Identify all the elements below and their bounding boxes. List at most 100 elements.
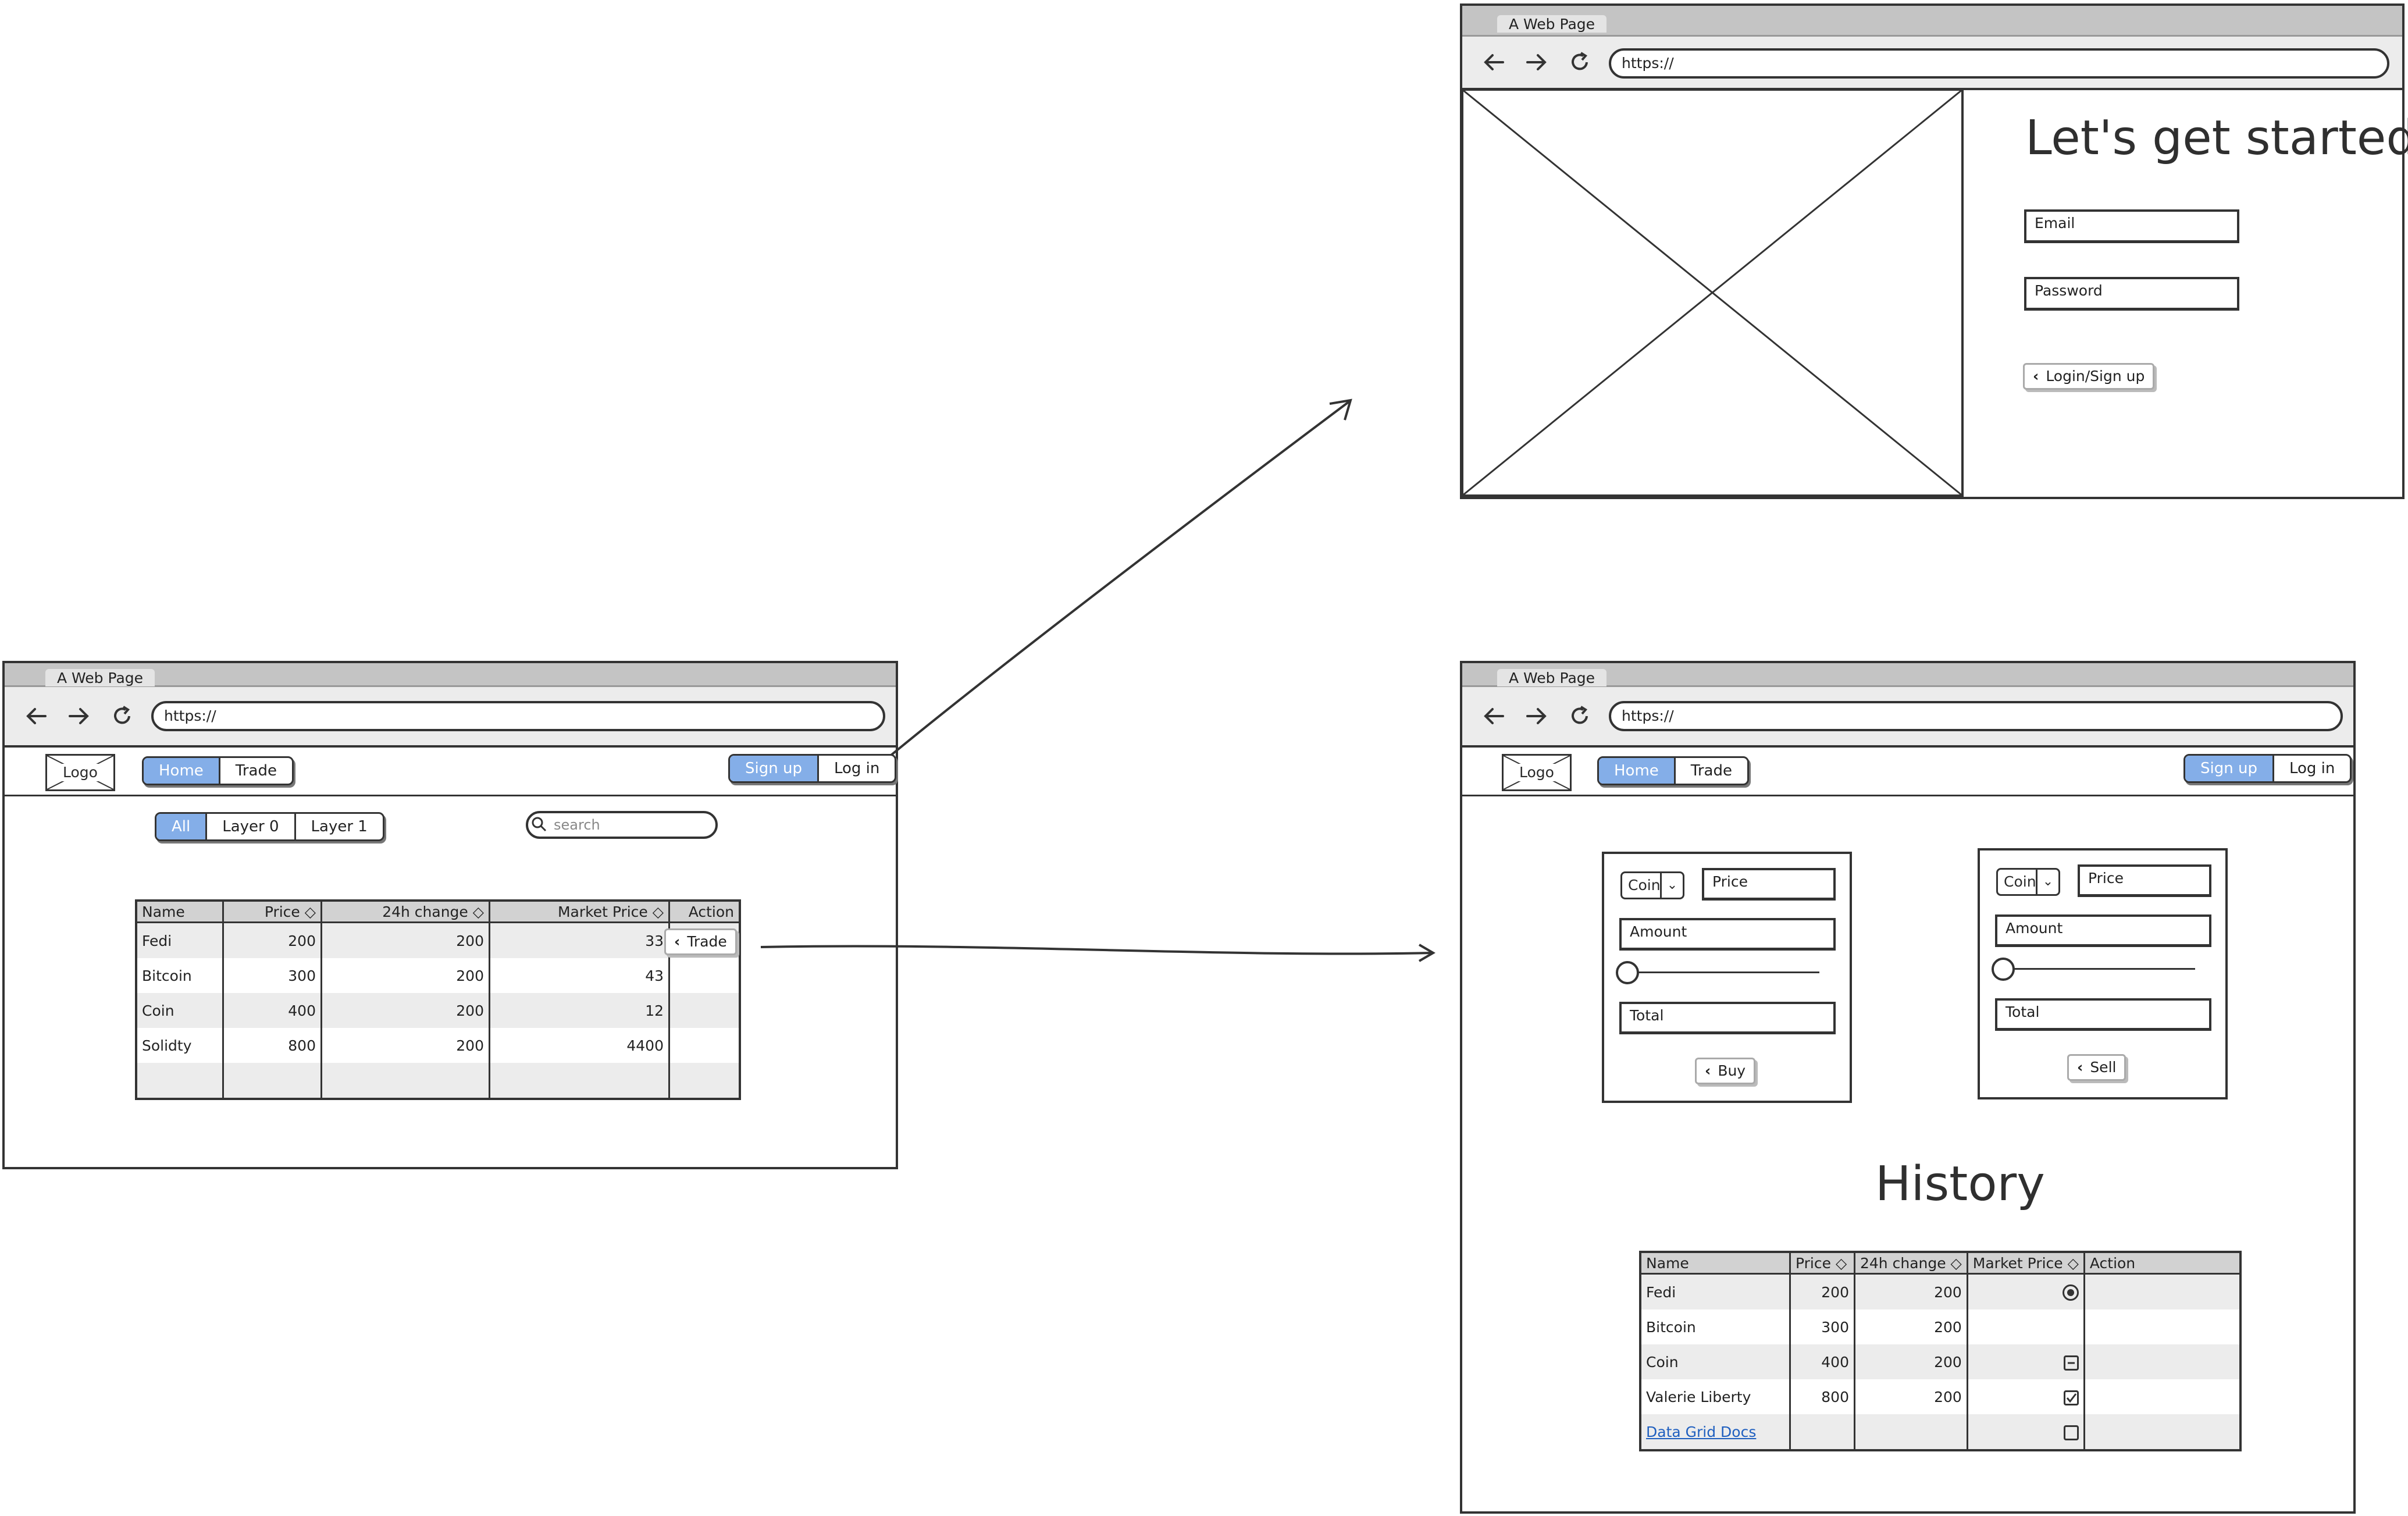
main-nav: Home Trade	[1597, 756, 1749, 785]
search-input[interactable]: search	[526, 811, 718, 839]
cell-action	[669, 958, 741, 993]
url-input[interactable]: https://	[1609, 701, 2343, 731]
back-arrow-icon[interactable]	[1482, 51, 1505, 74]
reload-icon[interactable]	[1568, 51, 1591, 74]
checkbox-indeterminate-icon[interactable]	[2063, 1355, 2079, 1371]
arrow-to-trade-head	[1418, 944, 1435, 962]
table-row[interactable]: Bitcoin 300 200 43	[136, 958, 741, 993]
col-price[interactable]: Price ◇	[1790, 1252, 1855, 1275]
chevron-left-icon: ‹	[2077, 1059, 2083, 1076]
forward-arrow-icon[interactable]	[1525, 704, 1548, 728]
buy-button[interactable]: ‹Buy	[1695, 1058, 1756, 1084]
table-row[interactable]: Solidty 800 200 4400	[136, 1028, 741, 1063]
sign-up-button[interactable]: Sign up	[730, 756, 819, 781]
buy-coin-select[interactable]: Coin ⌄	[1620, 871, 1684, 899]
sell-total-input[interactable]: Total	[1995, 998, 2211, 1031]
sell-slider-handle[interactable]	[1992, 958, 2015, 981]
nav-trade[interactable]: Trade	[235, 762, 277, 780]
logo-text: Logo	[60, 764, 101, 781]
cell-action	[2084, 1379, 2242, 1414]
email-field[interactable]: Email	[2024, 209, 2239, 243]
data-grid-docs-link[interactable]: Data Grid Docs	[1646, 1423, 1757, 1440]
login-page-window: A Web Page https:// Let's get started Em…	[1460, 3, 2408, 499]
cell-change: 200	[1854, 1309, 1968, 1344]
col-market-price[interactable]: Market Price ◇	[489, 901, 670, 923]
forward-arrow-icon[interactable]	[1525, 51, 1548, 74]
col-24h-change[interactable]: 24h change ◇	[1854, 1252, 1968, 1275]
checkbox-empty-icon[interactable]	[2063, 1425, 2079, 1440]
sign-up-button[interactable]: Sign up	[2185, 756, 2274, 781]
filter-layer-0[interactable]: Layer 0	[207, 814, 296, 839]
password-field[interactable]: Password	[2024, 277, 2239, 311]
table-row[interactable]: Fedi 200 200 33	[136, 922, 741, 958]
table-row[interactable]: Fedi 200 200	[1640, 1273, 2242, 1309]
url-input[interactable]: https://	[151, 701, 885, 731]
sell-amount-input[interactable]: Amount	[1995, 914, 2211, 947]
sell-coin-label: Coin	[2004, 873, 2036, 890]
cell-name: Solidty	[136, 1028, 224, 1063]
trade-page-window: A Web Page https:// Logo Home Trade Sign…	[1460, 661, 2356, 1514]
cell-change: 200	[321, 1028, 490, 1063]
table-row[interactable]: Coin 400 200 12	[136, 993, 741, 1028]
site-header: Logo Home Trade Sign up Log in	[1462, 749, 2353, 796]
login-signup-button[interactable]: ‹ Login/Sign up	[2023, 363, 2155, 390]
sell-price-input[interactable]: Price	[2078, 864, 2211, 897]
login-heading: Let's get started	[2025, 111, 2408, 166]
nav-trade[interactable]: Trade	[1690, 762, 1732, 780]
buy-coin-label: Coin	[1628, 877, 1661, 894]
nav-home[interactable]: Home	[144, 758, 220, 784]
table-row[interactable]: Valerie Liberty 800 200	[1640, 1379, 2242, 1414]
history-title: History	[1875, 1156, 2045, 1212]
browser-tab[interactable]: A Web Page	[1497, 15, 1607, 33]
cell-change: 200	[321, 958, 490, 993]
radio-selected-icon[interactable]	[2062, 1284, 2079, 1301]
cell-action	[669, 993, 741, 1028]
col-market-price-label: Market Price	[1972, 1254, 2063, 1272]
sell-button[interactable]: ‹Sell	[2067, 1054, 2126, 1081]
buy-slider-handle[interactable]	[1616, 961, 1639, 984]
back-arrow-icon[interactable]	[24, 704, 48, 728]
buy-price-input[interactable]: Price	[1702, 868, 1836, 901]
col-price-label: Price	[1796, 1254, 1831, 1272]
cell-change: 200	[1854, 1379, 1968, 1414]
filter-layer-1[interactable]: Layer 1	[311, 818, 368, 835]
checkbox-checked-icon[interactable]	[2063, 1390, 2079, 1405]
chevron-down-icon: ⌄	[2036, 870, 2058, 894]
trade-button[interactable]: ‹Trade	[664, 928, 737, 955]
login-signup-label: Login/Sign up	[2046, 368, 2145, 385]
url-input[interactable]: https://	[1609, 48, 2389, 79]
table-row[interactable]: Coin 400 200	[1640, 1344, 2242, 1379]
reload-icon[interactable]	[1568, 704, 1591, 728]
buy-amount-input[interactable]: Amount	[1619, 918, 1836, 951]
log-in-button[interactable]: Log in	[2289, 760, 2335, 777]
cell-price: 800	[1790, 1379, 1855, 1414]
browser-tab[interactable]: A Web Page	[45, 669, 155, 686]
logo[interactable]: Logo	[1502, 754, 1572, 791]
sell-coin-select[interactable]: Coin ⌄	[1996, 868, 2060, 896]
back-arrow-icon[interactable]	[1482, 704, 1505, 728]
reload-icon[interactable]	[111, 704, 134, 728]
cell-name: Valerie Liberty	[1640, 1379, 1791, 1414]
col-price[interactable]: Price ◇	[223, 901, 322, 923]
col-24h-change[interactable]: 24h change ◇	[321, 901, 490, 923]
cell-market-price: 43	[489, 958, 670, 993]
buy-total-input[interactable]: Total	[1619, 1002, 1836, 1034]
chevron-left-icon: ‹	[2033, 368, 2039, 385]
arrow-to-login	[890, 400, 1351, 756]
filter-all[interactable]: All	[156, 814, 208, 839]
main-nav: Home Trade	[142, 756, 294, 785]
forward-arrow-icon[interactable]	[67, 704, 91, 728]
table-row[interactable]: Bitcoin 300 200	[1640, 1309, 2242, 1344]
cell-name: Fedi	[136, 922, 224, 958]
address-bar: https://	[1462, 37, 2402, 90]
logo[interactable]: Logo	[45, 754, 115, 791]
browser-tab[interactable]: A Web Page	[1497, 669, 1607, 686]
col-name[interactable]: Name	[1640, 1252, 1791, 1275]
col-name[interactable]: Name	[136, 901, 224, 923]
nav-home[interactable]: Home	[1599, 758, 1676, 784]
log-in-button[interactable]: Log in	[833, 760, 880, 777]
address-bar: https://	[5, 687, 896, 748]
buy-form: Coin ⌄ Price Amount Total ‹Buy	[1602, 852, 1852, 1103]
col-action: Action	[669, 901, 741, 923]
col-market-price[interactable]: Market Price ◇	[1967, 1252, 2085, 1275]
